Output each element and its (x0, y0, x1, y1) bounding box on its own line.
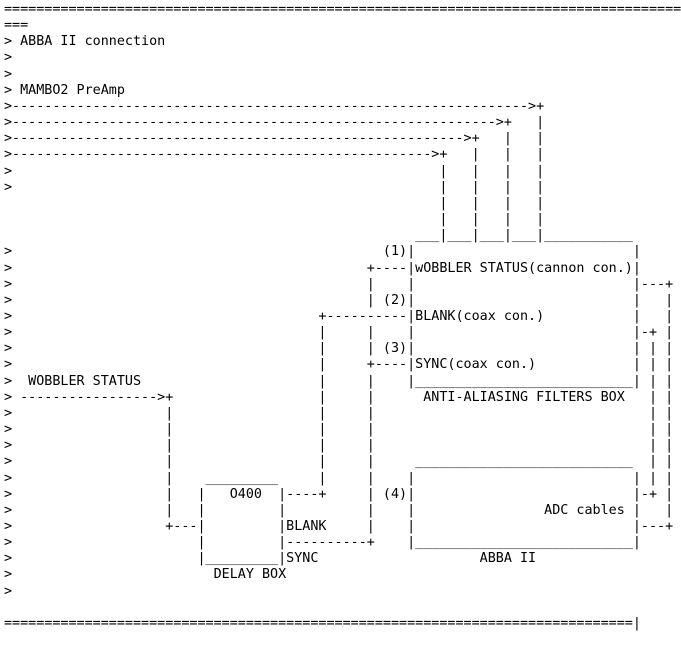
ascii-diagram: ========================================… (4, 2, 681, 631)
